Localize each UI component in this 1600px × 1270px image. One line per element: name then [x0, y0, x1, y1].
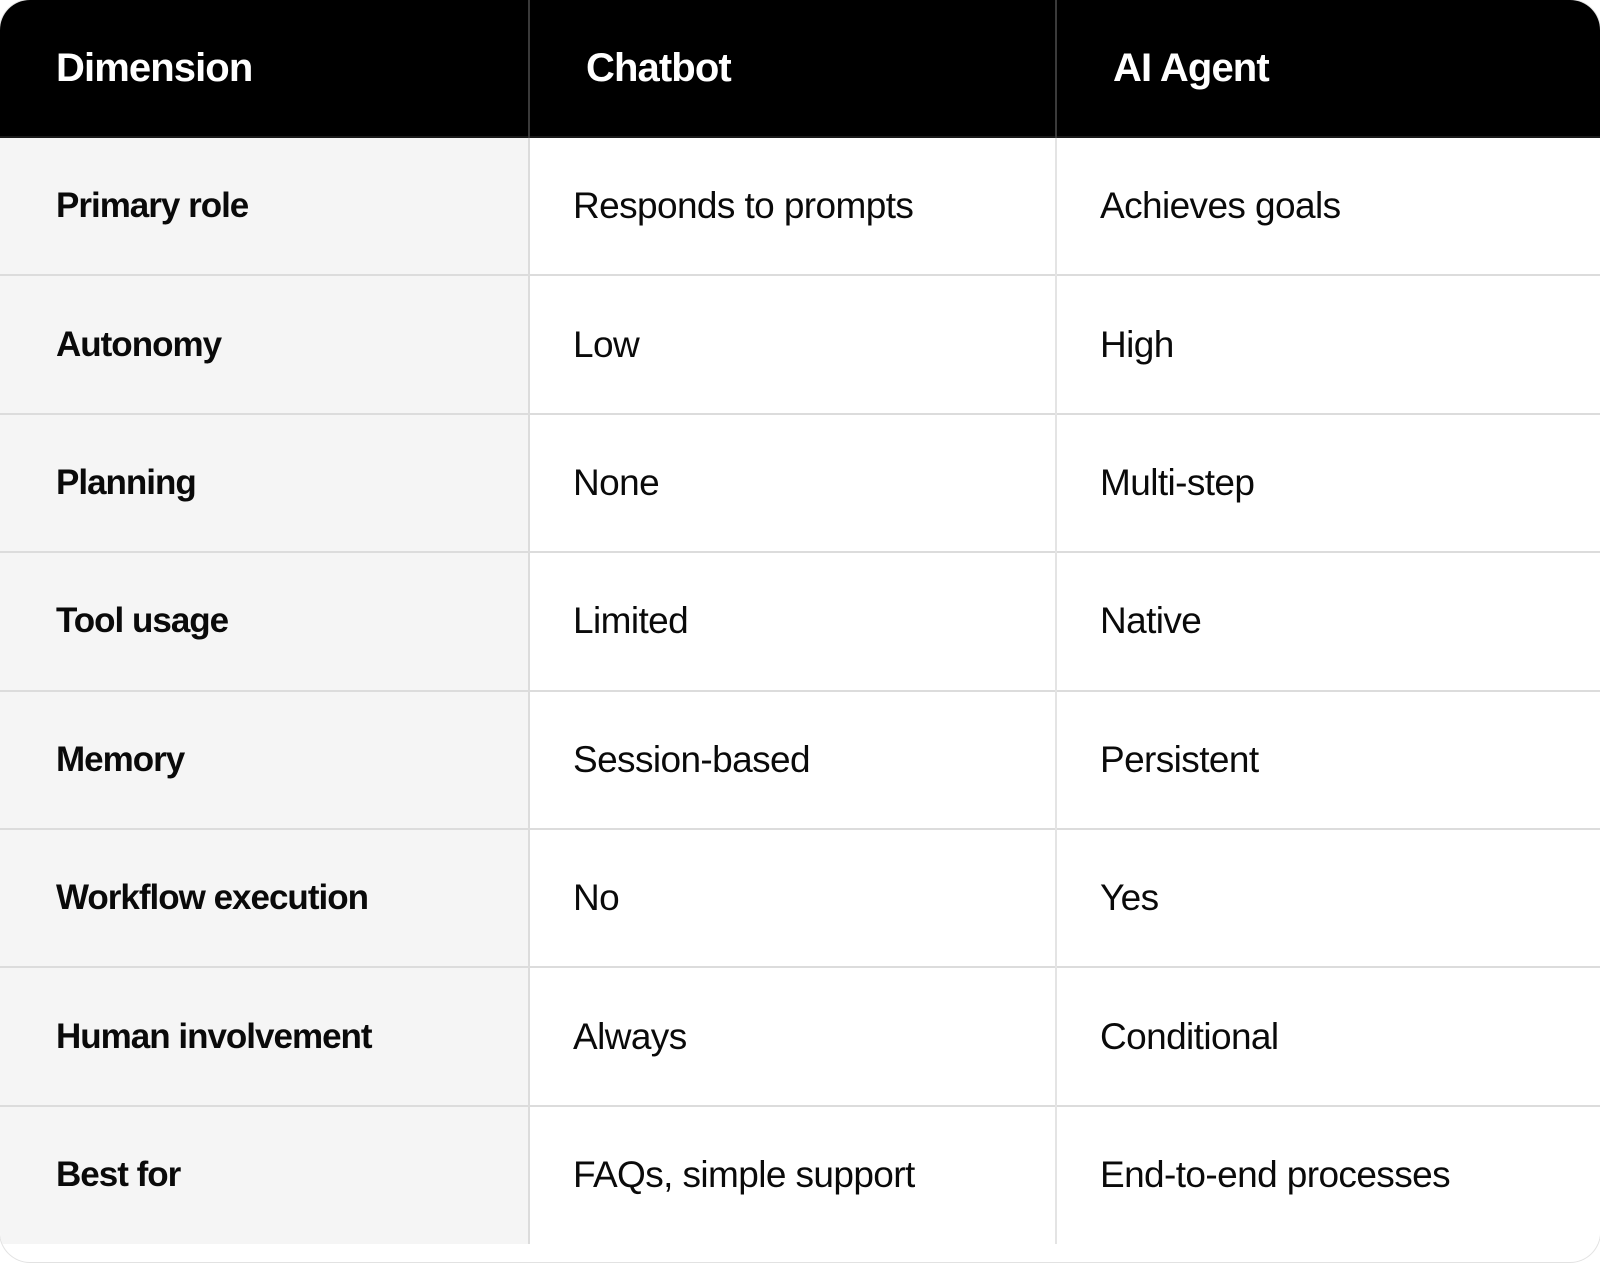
cell-dimension: Primary role: [0, 135, 530, 276]
cell-dimension: Tool usage: [0, 551, 530, 691]
cell-chatbot: Limited: [529, 551, 1057, 691]
table-header: Dimension Chatbot AI Agent: [0, 0, 1600, 137]
cell-ai-agent: Multi-step: [1056, 412, 1600, 553]
column-header-ai-agent: AI Agent: [1056, 0, 1600, 137]
column-header-dimension: Dimension: [0, 0, 530, 137]
table-row: Best for FAQs, simple support End-to-end…: [0, 1104, 1600, 1245]
cell-dimension: Workflow execution: [0, 827, 530, 968]
cell-chatbot: FAQs, simple support: [529, 1104, 1057, 1245]
table-row: Human involvement Always Conditional: [0, 966, 1600, 1106]
cell-dimension: Memory: [0, 689, 530, 829]
header-row: Dimension Chatbot AI Agent: [0, 0, 1600, 137]
column-header-chatbot: Chatbot: [529, 0, 1057, 137]
cell-chatbot: Responds to prompts: [529, 135, 1057, 276]
cell-dimension: Planning: [0, 412, 530, 553]
table-row: Tool usage Limited Native: [0, 551, 1600, 691]
cell-chatbot: Session-based: [529, 689, 1057, 829]
cell-dimension: Human involvement: [0, 966, 530, 1106]
table-row: Autonomy Low High: [0, 274, 1600, 414]
cell-ai-agent: Achieves goals: [1056, 135, 1600, 276]
table-body: Primary role Responds to prompts Achieve…: [0, 135, 1600, 1245]
table-row: Workflow execution No Yes: [0, 827, 1600, 968]
cell-chatbot: Low: [529, 274, 1057, 414]
cell-dimension: Best for: [0, 1104, 530, 1245]
cell-chatbot: No: [529, 827, 1057, 968]
cell-ai-agent: End-to-end processes: [1056, 1104, 1600, 1245]
cell-dimension: Autonomy: [0, 274, 530, 414]
cell-ai-agent: Native: [1056, 551, 1600, 691]
cell-chatbot: Always: [529, 966, 1057, 1106]
table-row: Memory Session-based Persistent: [0, 689, 1600, 829]
cell-ai-agent: Conditional: [1056, 966, 1600, 1106]
cell-chatbot: None: [529, 412, 1057, 553]
cell-ai-agent: Yes: [1056, 827, 1600, 968]
table-row: Primary role Responds to prompts Achieve…: [0, 135, 1600, 276]
cell-ai-agent: High: [1056, 274, 1600, 414]
table-row: Planning None Multi-step: [0, 412, 1600, 553]
cell-ai-agent: Persistent: [1056, 689, 1600, 829]
